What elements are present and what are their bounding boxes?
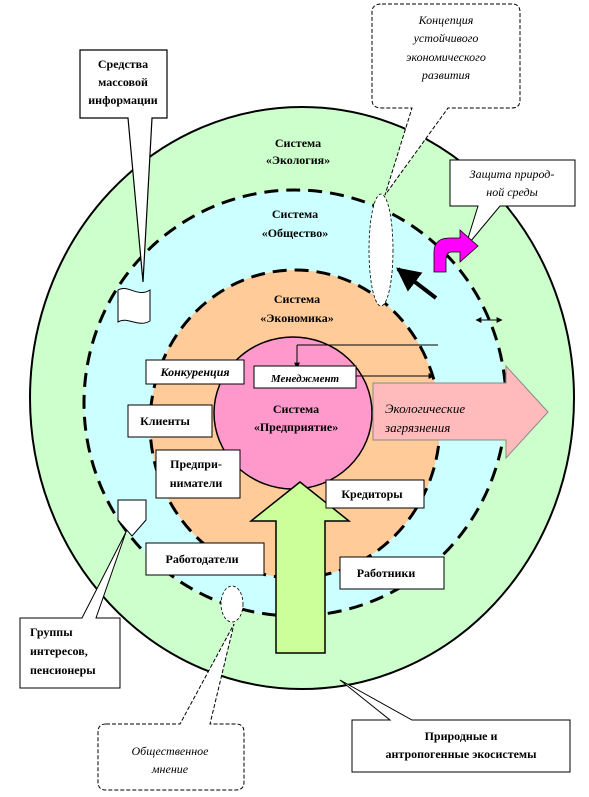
entrepreneurs-box (155, 449, 241, 499)
opinion-label: Общественное (132, 744, 210, 758)
concept-oval (368, 193, 394, 307)
economy-title: Система (274, 292, 320, 306)
opinion-callout (97, 623, 245, 791)
economy-subtitle: «Экономика» (260, 311, 333, 325)
impact-arrow (396, 267, 438, 300)
workers-label: Работники (357, 566, 416, 580)
media-callout (79, 49, 168, 283)
concept-label-4: развития (421, 68, 471, 82)
protect-label: Защита природ- (470, 167, 555, 181)
clients-box (127, 404, 213, 438)
protect-callout (449, 159, 576, 249)
society-subtitle: «Общество» (262, 226, 329, 240)
competition-label: Конкуренция (159, 365, 229, 379)
pollution-label-2: загрязнения (384, 420, 450, 435)
opinion-label-2: мнение (151, 762, 189, 776)
concept-label: Концепция (418, 13, 474, 27)
media-label-3: информации (88, 93, 158, 107)
concept-label-3: экономического (406, 50, 486, 64)
clients-label: Клиенты (140, 414, 190, 428)
employers-box (145, 542, 265, 576)
entrepreneurs-label: Предпри- (170, 457, 222, 471)
groups-callout (19, 531, 127, 689)
management-box (253, 365, 357, 389)
ecology-subtitle: «Экология» (266, 153, 330, 167)
media-label-2: массовой (98, 75, 148, 89)
pollution-arrow (372, 364, 549, 460)
protect-arrow-icon (433, 229, 479, 273)
media-label: Средства (98, 57, 148, 71)
ecosystems-label: Природные и (425, 729, 498, 743)
enterprise-subtitle: «Предприятие» (254, 420, 338, 434)
enterprise-title: Система (273, 402, 319, 416)
entrepreneurs-label-2: ниматели (170, 476, 223, 490)
creditors-arrow (248, 481, 352, 654)
creditors-label: Кредиторы (341, 487, 403, 501)
concept-label-2: устойчивого (413, 31, 479, 45)
employers-label: Работодатели (165, 552, 238, 566)
concept-callout (371, 3, 521, 196)
ecosystems-label-2: антропогенные экосистемы (386, 747, 538, 761)
society-title: Система (272, 207, 318, 221)
workers-box (339, 556, 445, 590)
groups-label: Группы (30, 625, 73, 639)
opinion-oval (220, 585, 244, 623)
media-flag-icon (117, 288, 151, 324)
groups-flag-icon (117, 499, 147, 537)
pollution-label: Экологические (385, 401, 465, 416)
groups-label-2: интересов, (30, 644, 88, 658)
ecosystems-callout (339, 679, 571, 773)
ecology-title: Система (275, 136, 321, 150)
competition-box (145, 359, 245, 385)
management-label: Менеджмент (270, 373, 340, 385)
creditors-box (325, 479, 425, 509)
groups-label-3: пенсионеры (30, 663, 96, 677)
protect-label-2: ной среды (486, 185, 538, 199)
